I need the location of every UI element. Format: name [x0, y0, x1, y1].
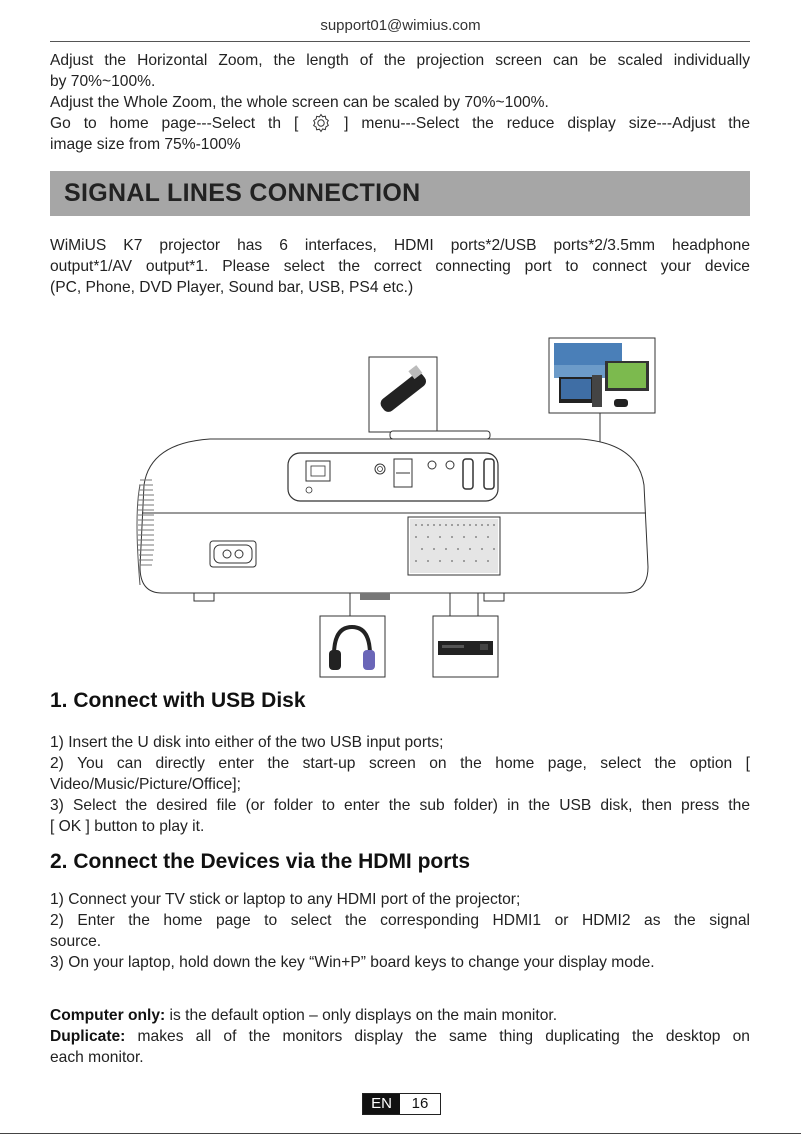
display-modes: Computer only: is the default option – o…	[50, 1005, 750, 1068]
intro-line-2: by 70%~100%.	[50, 73, 156, 90]
hdmi-step-1: 1) Connect your TV stick or laptop to an…	[50, 891, 521, 908]
intro-line-4a: Go to home page---Select th [	[50, 115, 299, 132]
dvd-player-image	[432, 615, 499, 678]
language-badge: EN	[363, 1094, 400, 1114]
usb-stick-image	[368, 356, 438, 433]
connection-diagram	[136, 337, 656, 678]
mode-computer-only: Computer only: is the default option – o…	[50, 1005, 750, 1026]
section-title-bar: SIGNAL LINES CONNECTION	[50, 171, 750, 216]
hdmi-steps: 1) Connect your TV stick or laptop to an…	[50, 889, 750, 973]
usb-step-2b: Video/Music/Picture/Office];	[50, 776, 241, 793]
mode-duplicate-label: Duplicate:	[50, 1028, 126, 1045]
display-devices-image	[548, 337, 656, 414]
intro-line-4b: ] menu---Select the reduce display size-…	[344, 115, 750, 132]
section-title: SIGNAL LINES CONNECTION	[64, 179, 421, 207]
hdmi-step-2b: source.	[50, 933, 102, 950]
header-divider	[50, 41, 750, 42]
mode-duplicate: Duplicate: makes all of the monitors dis…	[50, 1026, 750, 1047]
gear-icon	[313, 113, 330, 133]
description-paragraph: WiMiUS K7 projector has 6 interfaces, HD…	[50, 235, 750, 298]
hdmi-step-3: 3) On your laptop, hold down the key “Wi…	[50, 954, 655, 971]
intro-paragraph: Adjust the Horizontal Zoom, the length o…	[50, 50, 750, 155]
usb-step-2a: 2) You can directly enter the start-up s…	[50, 755, 750, 772]
usb-step-1: 1) Insert the U disk into either of the …	[50, 734, 444, 751]
description-line-1: WiMiUS K7 projector has 6 interfaces, HD…	[50, 237, 750, 254]
description-line-3: (PC, Phone, DVD Player, Sound bar, USB, …	[50, 279, 414, 296]
usb-steps: 1) Insert the U disk into either of the …	[50, 732, 750, 837]
description-line-2: output*1/AV output*1. Please select the …	[50, 258, 750, 275]
usb-step-3b: [ OK ] button to play it.	[50, 818, 205, 835]
page-footer: EN 16	[362, 1093, 441, 1115]
bottom-divider	[0, 1133, 801, 1134]
intro-line-3: Adjust the Whole Zoom, the whole screen …	[50, 94, 549, 111]
header-email: support01@wimius.com	[320, 17, 481, 34]
mode-duplicate-text-b: each monitor.	[50, 1049, 144, 1066]
hdmi-heading: 2. Connect the Devices via the HDMI port…	[50, 850, 471, 873]
intro-line-1: Adjust the Horizontal Zoom, the length o…	[50, 52, 750, 69]
intro-line-4: Go to home page---Select th [ ] menu---S…	[50, 113, 750, 134]
usb-heading: 1. Connect with USB Disk	[50, 689, 306, 712]
page-number: 16	[411, 1095, 429, 1112]
headphones-image	[319, 615, 386, 678]
usb-step-3a: 3) Select the desired file (or folder to…	[50, 797, 750, 814]
mode-computer-text: is the default option – only displays on…	[165, 1007, 558, 1024]
projector-body	[136, 430, 649, 602]
intro-line-5: image size from 75%-100%	[50, 136, 241, 153]
hdmi-step-2a: 2) Enter the home page to select the cor…	[50, 912, 750, 929]
mode-computer-label: Computer only:	[50, 1007, 166, 1024]
mode-duplicate-text-a: makes all of the monitors display the sa…	[125, 1028, 750, 1045]
